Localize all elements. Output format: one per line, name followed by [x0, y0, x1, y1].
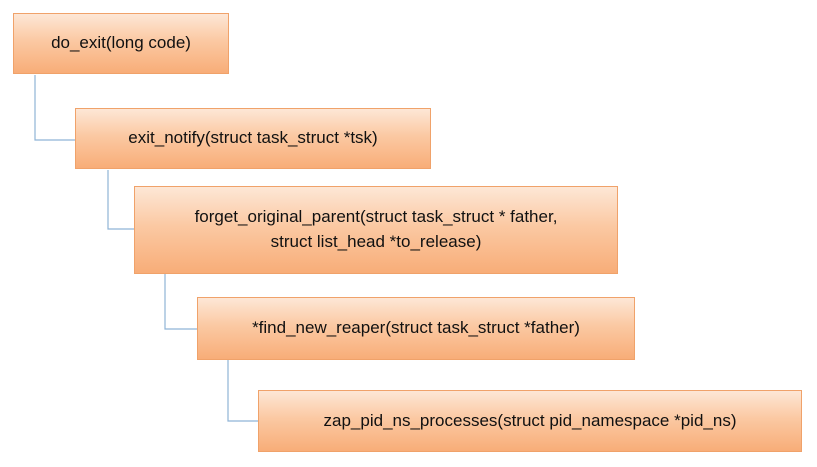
node-exit-notify-label: exit_notify(struct task_struct *tsk): [128, 128, 378, 148]
edge-forget-original-parent-to-find-new-reaper: [164, 274, 197, 330]
node-forget-original-parent: forget_original_parent(struct task_struc…: [134, 186, 618, 274]
node-forget-original-parent-label: forget_original_parent(struct task_struc…: [194, 207, 558, 251]
node-zap-pid-ns-processes-label: zap_pid_ns_processes(struct pid_namespac…: [323, 410, 737, 430]
node-exit-notify: exit_notify(struct task_struct *tsk): [75, 108, 431, 169]
edge-do-exit-to-exit-notify: [34, 75, 75, 141]
edge-find-new-reaper-to-zap-pid-ns-processes: [227, 360, 258, 422]
node-find-new-reaper: *find_new_reaper(struct task_struct *fat…: [197, 297, 635, 360]
node-zap-pid-ns-processes: zap_pid_ns_processes(struct pid_namespac…: [258, 390, 802, 452]
node-do-exit-label: do_exit(long code): [51, 33, 191, 53]
edge-exit-notify-to-forget-original-parent: [107, 170, 134, 230]
node-find-new-reaper-label: *find_new_reaper(struct task_struct *fat…: [252, 318, 580, 338]
node-do-exit: do_exit(long code): [13, 13, 229, 74]
